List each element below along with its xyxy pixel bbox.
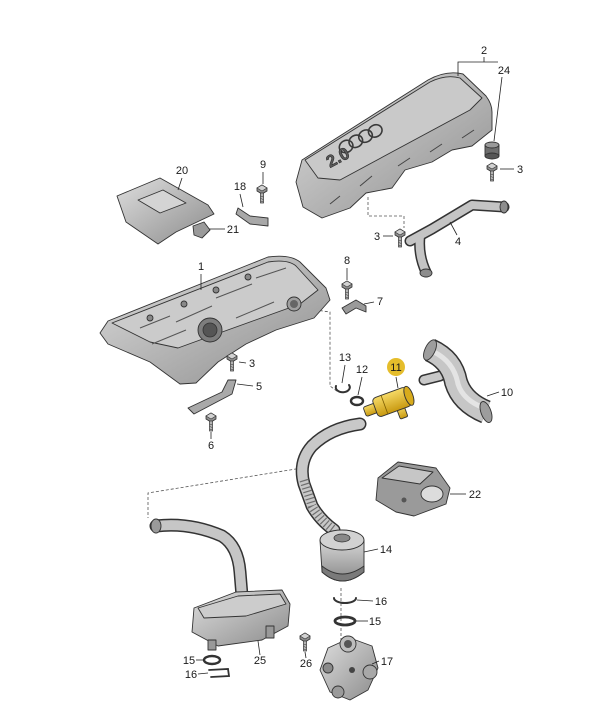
clip-16-right (333, 597, 357, 604)
bracket-7 (341, 299, 367, 315)
bolt-26 (299, 632, 311, 652)
engine-cover-top-face (304, 76, 483, 181)
bracket-5 (187, 379, 237, 415)
bolt-cover-right (486, 162, 498, 182)
rings-logo (338, 123, 383, 154)
callout-8: 8 (344, 255, 350, 267)
clip-21 (192, 221, 211, 239)
callout-10: 10 (501, 387, 513, 399)
callout-20: 20 (176, 165, 188, 177)
callout-9: 9 (260, 159, 266, 171)
leader-lines (177, 57, 514, 675)
bracket-18 (235, 207, 269, 227)
oil-separator (319, 529, 365, 582)
callout-3-top: 3 (517, 164, 523, 176)
callout-4: 4 (455, 236, 461, 248)
breather-pipe (404, 199, 510, 278)
highlight-callout-circle (387, 358, 405, 376)
callout-18: 18 (234, 181, 246, 193)
callout-7: 7 (377, 296, 383, 308)
callout-6: 6 (208, 440, 214, 452)
callout-16-right: 16 (375, 596, 387, 608)
callout-15-right: 15 (369, 616, 381, 628)
callout-2: 2 (481, 45, 487, 57)
o-ring-15-right (333, 615, 357, 627)
breather-tank (149, 518, 291, 651)
callout-21: 21 (227, 224, 239, 236)
valve-cover (99, 255, 331, 385)
clip-16-left (208, 668, 231, 678)
callout-3-pipe: 3 (374, 231, 380, 243)
callout-3-valve-cover: 3 (249, 358, 255, 370)
callout-14: 14 (380, 544, 392, 556)
clip-13 (334, 384, 351, 394)
callout-26: 26 (300, 658, 312, 670)
callout-1: 1 (198, 261, 204, 273)
callout-12: 12 (356, 364, 368, 376)
bolt-bracket-18 (256, 184, 268, 204)
bracket-cover-left (116, 177, 215, 245)
callout-25: 25 (254, 655, 266, 667)
callout-5: 5 (256, 381, 262, 393)
rubber-grommet (484, 141, 500, 160)
pcv-valve (363, 385, 415, 420)
callout-labels: 2 24 3 20 9 18 21 1 8 7 3 4 13 12 11 10 … (176, 45, 523, 681)
engine-cover: 2.0 (295, 72, 493, 219)
callout-17: 17 (381, 656, 393, 668)
assembly-line-separator-tank (147, 467, 303, 518)
o-ring-12 (349, 395, 365, 407)
bolt-bracket-5 (226, 352, 238, 372)
valve-housing (319, 635, 379, 701)
bolt-6 (205, 412, 217, 432)
pcv-hose (295, 417, 367, 537)
assembly-line-cover-pipe (367, 197, 405, 228)
bolt-bracket-7 (341, 280, 353, 300)
o-ring-15-left (202, 654, 222, 666)
callout-13: 13 (339, 352, 351, 364)
callout-24: 24 (498, 65, 510, 77)
callout-11: 11 (390, 362, 401, 374)
callout-22: 22 (469, 489, 481, 501)
heat-shield (375, 461, 451, 517)
engine-cover-ribs (329, 129, 475, 205)
callout-16-left: 16 (185, 669, 197, 681)
intake-hose (418, 339, 493, 424)
callout-15-left: 15 (183, 655, 195, 667)
bolt-breather-pipe (394, 228, 406, 248)
